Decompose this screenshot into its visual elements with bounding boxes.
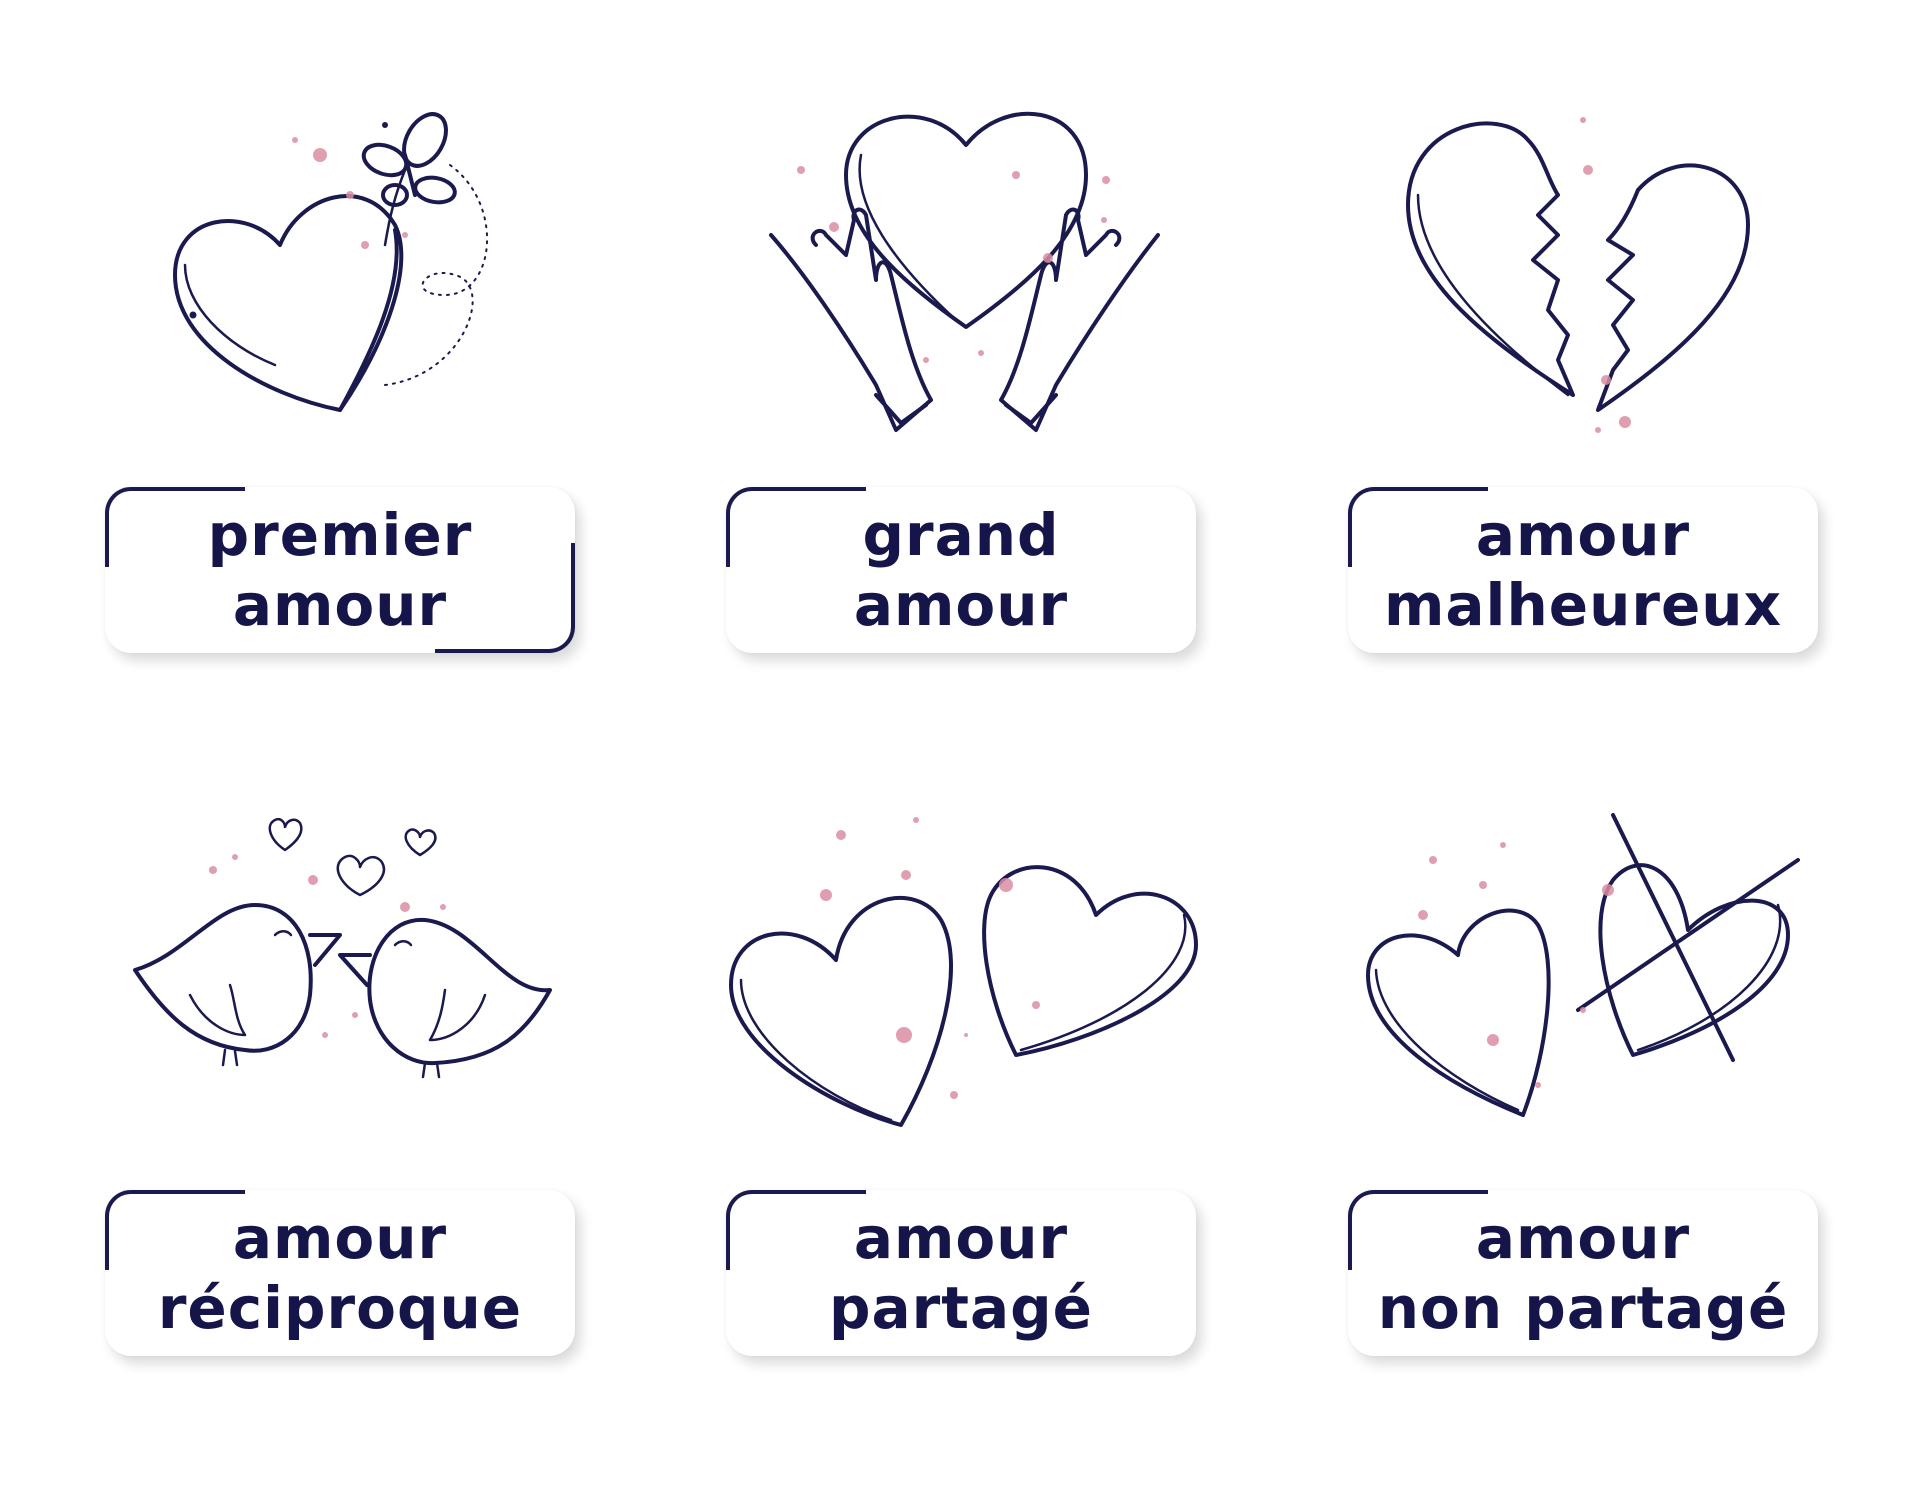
label-line-2: non partagé [1377,1274,1789,1342]
label-amour-non-partage: amour non partagé [1348,1190,1818,1356]
heart-in-hands-icon [726,95,1196,495]
label-line-2: réciproque [157,1274,523,1342]
label-line-2: amour [232,571,448,639]
label-line-1: grand [862,501,1060,569]
card-amour-non-partage: amour non partagé [1348,795,1818,1435]
label-line-1: amour [853,1204,1069,1272]
love-birds-icon [105,795,575,1195]
label-amour-reciproque: amour réciproque [105,1190,575,1356]
label-line-1: amour [1475,501,1691,569]
label-line-1: premier [207,501,473,569]
label-line-1: amour [232,1204,448,1272]
label-line-2: partagé [829,1274,1093,1342]
broken-heart-icon [1348,95,1818,495]
label-line-2: amour [853,571,1069,639]
label-amour-malheureux: amour malheureux [1348,487,1818,653]
label-line-2: malheureux [1383,571,1783,639]
label-premier-amour: premier amour [105,487,575,653]
crossed-out-heart-icon [1348,795,1818,1195]
two-hearts-icon [726,795,1198,1195]
card-grand-amour: grand amour [726,95,1196,735]
heart-with-butterfly-icon [105,95,575,495]
card-amour-reciproque: amour réciproque [105,795,575,1435]
label-grand-amour: grand amour [726,487,1196,653]
label-line-1: amour [1475,1204,1691,1272]
card-premier-amour: premier amour [105,95,575,735]
card-amour-partage: amour partagé [726,795,1198,1435]
label-amour-partage: amour partagé [726,1190,1196,1356]
card-amour-malheureux: amour malheureux [1348,95,1818,735]
